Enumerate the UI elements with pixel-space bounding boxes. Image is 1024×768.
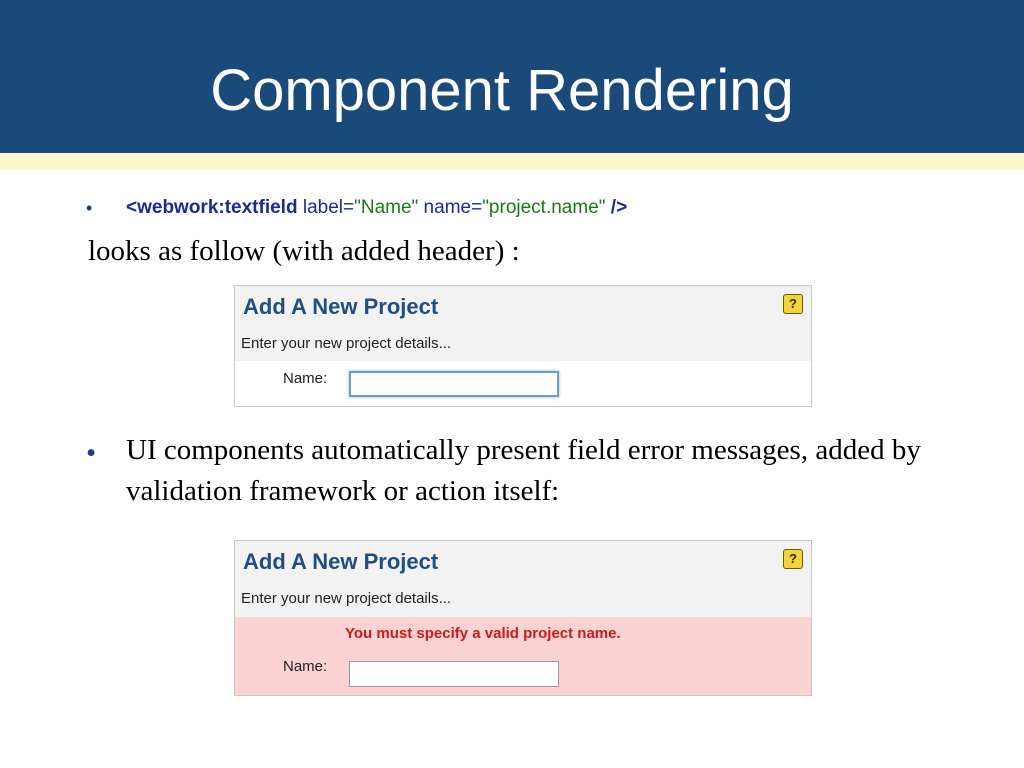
code-tag-close: />: [605, 197, 628, 218]
form-subtitle: Enter your new project details...: [241, 590, 452, 607]
form-screenshot-normal: Add A New Project ? Enter your new proje…: [234, 285, 812, 407]
bullet-marker: •: [86, 437, 97, 469]
form-subtitle: Enter your new project details...: [241, 335, 452, 352]
title-bar: Component Rendering: [0, 0, 1024, 153]
code-val-name: "project.name": [482, 197, 606, 218]
code-snippet: <webwork:textfield label="Name" name="pr…: [126, 195, 627, 221]
name-input[interactable]: [349, 371, 559, 397]
error-messages-bullet-text: UI components automatically present fiel…: [126, 434, 921, 507]
name-label: Name:: [283, 658, 328, 675]
form-screenshot-error: Add A New Project ? Enter your new proje…: [234, 540, 812, 696]
code-tag-open: <webwork:textfield: [126, 197, 298, 218]
looks-as-follow-text: looks as follow (with added header) :: [88, 235, 520, 267]
bullet-marker: •: [86, 198, 93, 218]
form-title: Add A New Project: [243, 294, 439, 319]
code-val-label: "Name": [354, 197, 419, 218]
name-input[interactable]: [349, 661, 559, 687]
code-attr-name: name=: [418, 197, 483, 218]
code-attr-label: label=: [297, 197, 355, 218]
form-title: Add A New Project: [243, 549, 439, 574]
form-row-error: You must specify a valid project name. N…: [235, 617, 811, 695]
accent-strip: [0, 153, 1024, 170]
name-label: Name:: [283, 370, 328, 387]
slide-title: Component Rendering: [210, 58, 794, 123]
field-error-message: You must specify a valid project name.: [345, 625, 621, 642]
help-icon[interactable]: ?: [783, 294, 803, 314]
help-icon[interactable]: ?: [783, 549, 803, 569]
form-row-name: Name:: [235, 361, 811, 406]
